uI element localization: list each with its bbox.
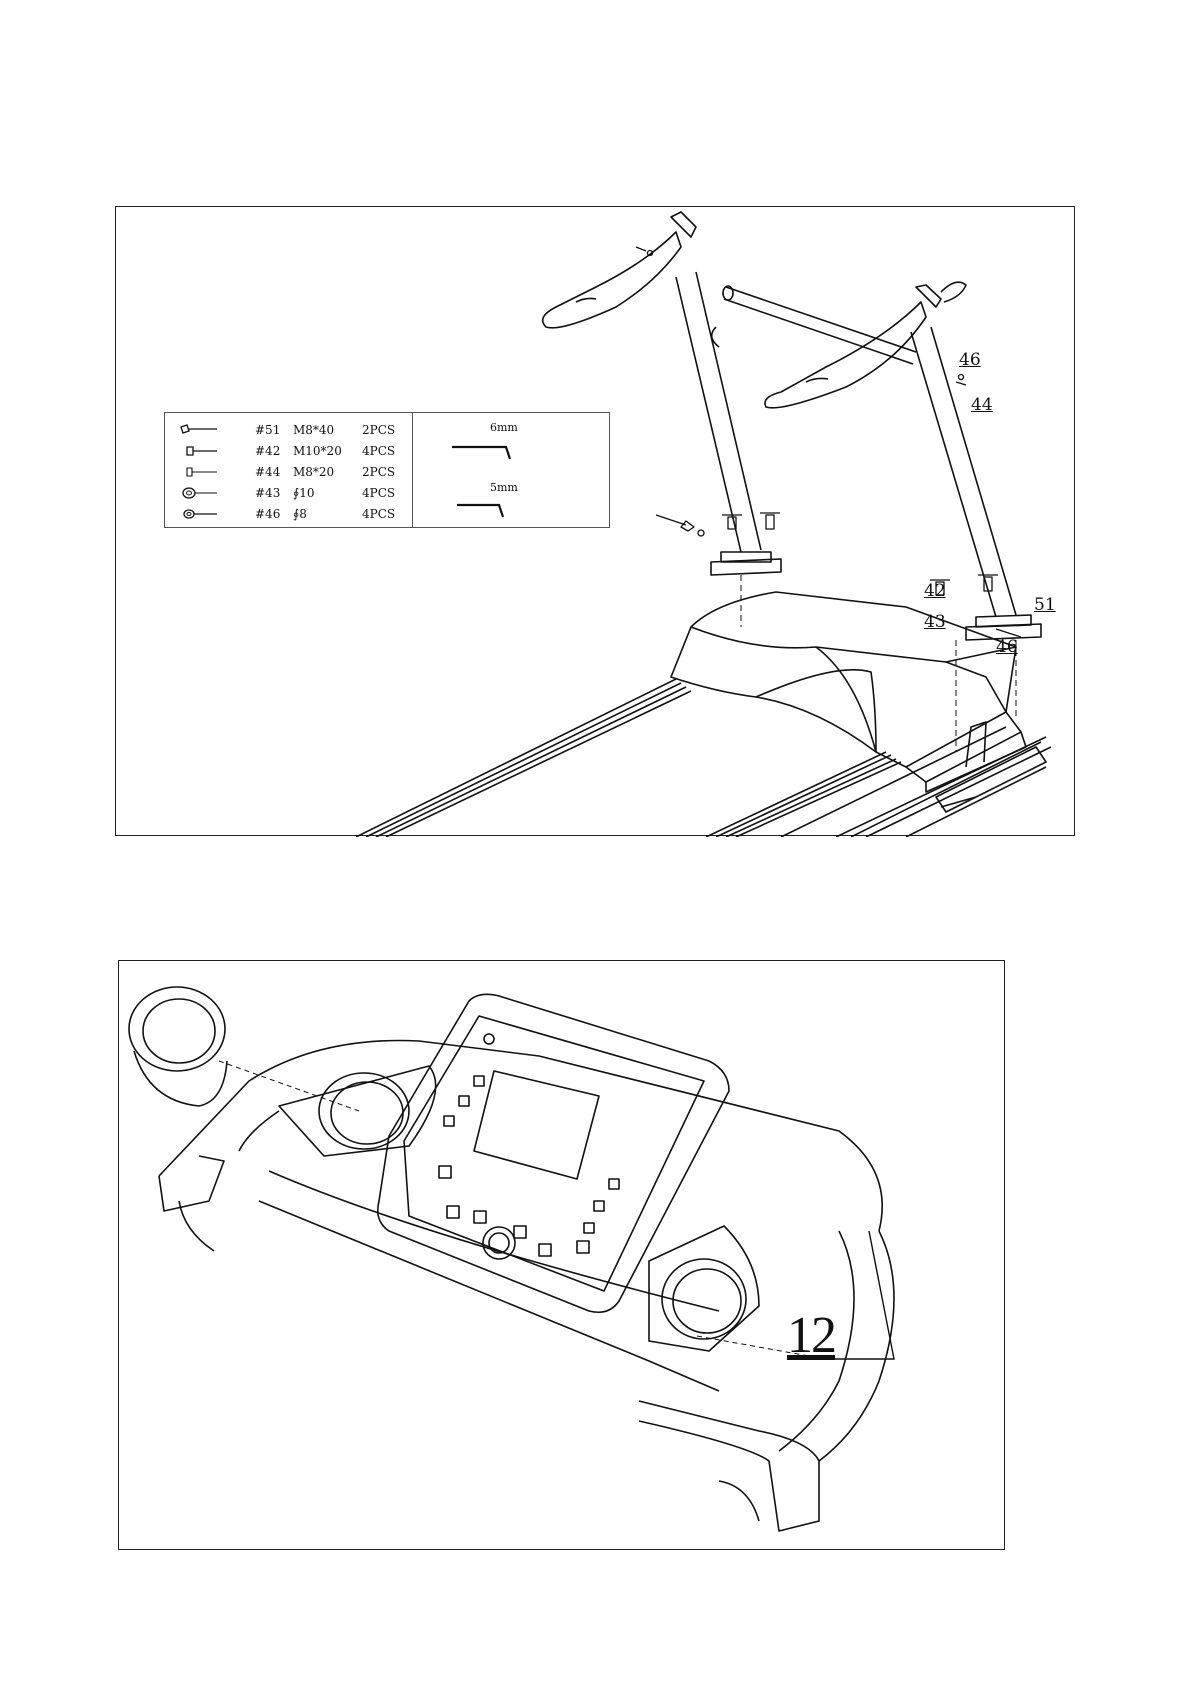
- part-size: M10*20: [293, 444, 342, 458]
- callout-12: 12: [787, 1306, 835, 1365]
- part-qty: 4PCS: [362, 507, 395, 521]
- callout-42: 42: [924, 581, 946, 601]
- part-qty: 4PCS: [362, 486, 395, 500]
- callout-46-top: 46: [959, 350, 981, 370]
- long-bolt-icon: [179, 424, 219, 436]
- part-size: ∮10: [293, 486, 315, 500]
- running-belt: [356, 679, 1046, 837]
- part-code: #43: [255, 486, 280, 500]
- washer-icon: [179, 487, 219, 499]
- tool-size-label: 5mm: [490, 481, 518, 494]
- part-size: M8*40: [293, 423, 334, 437]
- tool-size-label: 6mm: [490, 421, 518, 434]
- frame-base: [836, 722, 1051, 837]
- part-qty: 2PCS: [362, 465, 395, 479]
- tool-6mm: 6mm: [425, 421, 595, 461]
- hex-key-icon: [455, 495, 515, 521]
- console-assembly-figure: 12: [118, 960, 1005, 1550]
- tool-5mm: 5mm: [425, 481, 595, 521]
- callout-51: 51: [1034, 595, 1056, 615]
- console-drawing: [119, 961, 1006, 1551]
- motor-hood: [671, 592, 1026, 792]
- part-row: #44 M8*20 2PCS: [165, 463, 412, 483]
- hardware-parts-table: #51 M8*40 2PCS #42 M10*20 4PCS #44 M8*20…: [164, 412, 610, 528]
- part-code: #44: [255, 465, 280, 479]
- cup-holder-left: [129, 987, 227, 1106]
- lcd-screen: [474, 1071, 599, 1179]
- hardware-bolts: [636, 247, 1021, 637]
- part-row: #42 M10*20 4PCS: [165, 442, 412, 462]
- parts-list: #51 M8*40 2PCS #42 M10*20 4PCS #44 M8*20…: [165, 413, 413, 527]
- callout-43: 43: [924, 612, 946, 632]
- part-qty: 2PCS: [362, 423, 395, 437]
- right-cup-recess: [649, 1226, 759, 1351]
- part-code: #46: [255, 507, 280, 521]
- part-size: ∮8: [293, 507, 307, 521]
- callout-44: 44: [971, 395, 993, 415]
- short-bolt-icon: [179, 466, 219, 478]
- part-row: #51 M8*40 2PCS: [165, 421, 412, 441]
- left-handlebar: [543, 212, 696, 328]
- part-row: #43 ∮10 4PCS: [165, 484, 412, 504]
- upright-assembly-figure: #51 M8*40 2PCS #42 M10*20 4PCS #44 M8*20…: [115, 206, 1075, 836]
- left-cup-recess: [279, 1066, 436, 1156]
- hex-key-icon: [450, 435, 520, 461]
- part-qty: 4PCS: [362, 444, 395, 458]
- bolt-icon: [179, 445, 219, 457]
- callout-46-bottom: 46: [996, 637, 1018, 657]
- part-code: #51: [255, 423, 280, 437]
- part-row: #46 ∮8 4PCS: [165, 505, 412, 525]
- part-size: M8*20: [293, 465, 334, 479]
- part-code: #42: [255, 444, 280, 458]
- small-washer-icon: [179, 508, 219, 520]
- cross-bar: [723, 286, 916, 364]
